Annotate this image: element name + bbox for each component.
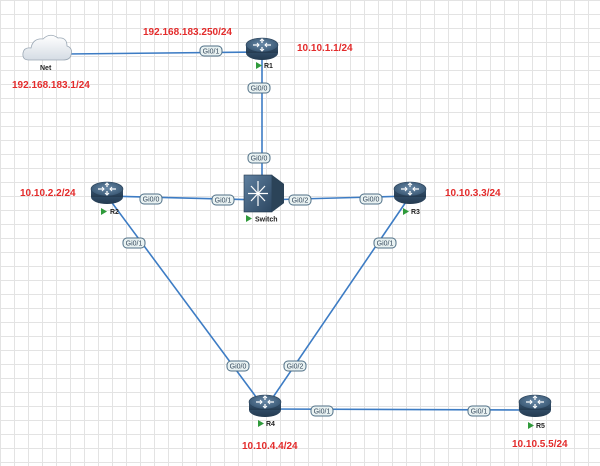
- interface-label-r2-gi00: Gi0/0: [139, 193, 163, 205]
- svg-text:Gi0/1: Gi0/1: [203, 49, 220, 56]
- interface-label-r5-gi01: Gi0/1: [467, 405, 491, 417]
- ip-label-r4: 10.10.4.4/24: [242, 441, 298, 452]
- r4-label: R4: [266, 421, 275, 428]
- net-label: Net: [40, 65, 52, 72]
- running-status-icon: [101, 208, 107, 215]
- link-switch-r3[interactable]: [261, 195, 411, 201]
- interface-label-r4-gi00: Gi0/0: [226, 360, 250, 372]
- running-status-icon: [403, 208, 409, 215]
- router-r3[interactable]: R3: [393, 181, 427, 216]
- ip-label-r3: 10.10.3.3/24: [445, 188, 501, 199]
- interface-label-switch-gi01: Gi0/1: [211, 194, 235, 206]
- svg-text:Gi0/0: Gi0/0: [251, 86, 268, 93]
- svg-text:Gi0/2: Gi0/2: [287, 364, 304, 371]
- svg-text:Gi0/1: Gi0/1: [215, 198, 232, 205]
- r3-label: R3: [411, 209, 420, 216]
- svg-text:Gi0/0: Gi0/0: [363, 197, 380, 204]
- r1-label: R1: [264, 63, 273, 70]
- running-status-icon: [256, 62, 262, 69]
- interface-label-r3-gi00: Gi0/0: [359, 193, 383, 205]
- switch-icon: [243, 174, 284, 213]
- running-status-icon: [258, 420, 264, 427]
- svg-text:Gi0/2: Gi0/2: [292, 198, 309, 205]
- router-icon: [248, 394, 282, 418]
- interface-label-switch-gi00: Gi0/0: [247, 152, 271, 164]
- router-r2[interactable]: R2: [90, 181, 124, 216]
- interface-label-switch-gi02: Gi0/2: [288, 194, 312, 206]
- router-icon: [245, 37, 279, 61]
- interface-label-r4-gi01: Gi0/1: [310, 405, 334, 417]
- link-r2-r4[interactable]: [106, 195, 266, 410]
- running-status-icon: [246, 215, 252, 222]
- interface-label-r1-gi01: Gi0/1: [199, 45, 223, 57]
- r2-label: R2: [110, 209, 119, 216]
- ip-label-r1-outside: 192.168.183.250/24: [143, 27, 232, 38]
- ip-label-r5: 10.10.5.5/24: [512, 439, 568, 450]
- svg-text:Gi0/1: Gi0/1: [314, 409, 331, 416]
- link-r2-switch[interactable]: [106, 195, 263, 201]
- router-r5[interactable]: R5: [518, 394, 552, 430]
- switch-node[interactable]: Switch: [243, 174, 284, 224]
- svg-text:Gi0/1: Gi0/1: [471, 409, 488, 416]
- cloud-icon: [22, 34, 72, 61]
- switch-label: Switch: [255, 217, 278, 224]
- ip-label-net: 192.168.183.1/24: [12, 80, 90, 91]
- ip-label-r2: 10.10.2.2/24: [20, 188, 76, 199]
- link-r4-r5[interactable]: [264, 408, 536, 411]
- router-icon: [518, 394, 552, 418]
- svg-text:Gi0/0: Gi0/0: [251, 156, 268, 163]
- interface-label-r4-gi02: Gi0/2: [283, 360, 307, 372]
- svg-text:Gi0/1: Gi0/1: [377, 241, 394, 248]
- link-r3-r4[interactable]: [264, 195, 411, 410]
- net-cloud-node[interactable]: Net: [22, 34, 72, 72]
- r5-label: R5: [536, 423, 545, 430]
- svg-text:Gi0/0: Gi0/0: [230, 364, 247, 371]
- svg-text:Gi0/0: Gi0/0: [143, 197, 160, 204]
- router-icon: [393, 181, 427, 205]
- running-status-icon: [528, 422, 534, 429]
- router-r1[interactable]: R1: [245, 37, 279, 70]
- ip-label-r1: 10.10.1.1/24: [297, 43, 353, 54]
- router-icon: [90, 181, 124, 205]
- interface-label-r3-gi01: Gi0/1: [373, 237, 397, 249]
- interface-label-r1-gi00: Gi0/0: [247, 82, 271, 94]
- link-net-r1[interactable]: [65, 51, 263, 55]
- svg-text:Gi0/1: Gi0/1: [126, 241, 143, 248]
- router-r4[interactable]: R4: [248, 394, 282, 428]
- interface-label-r2-gi01: Gi0/1: [122, 237, 146, 249]
